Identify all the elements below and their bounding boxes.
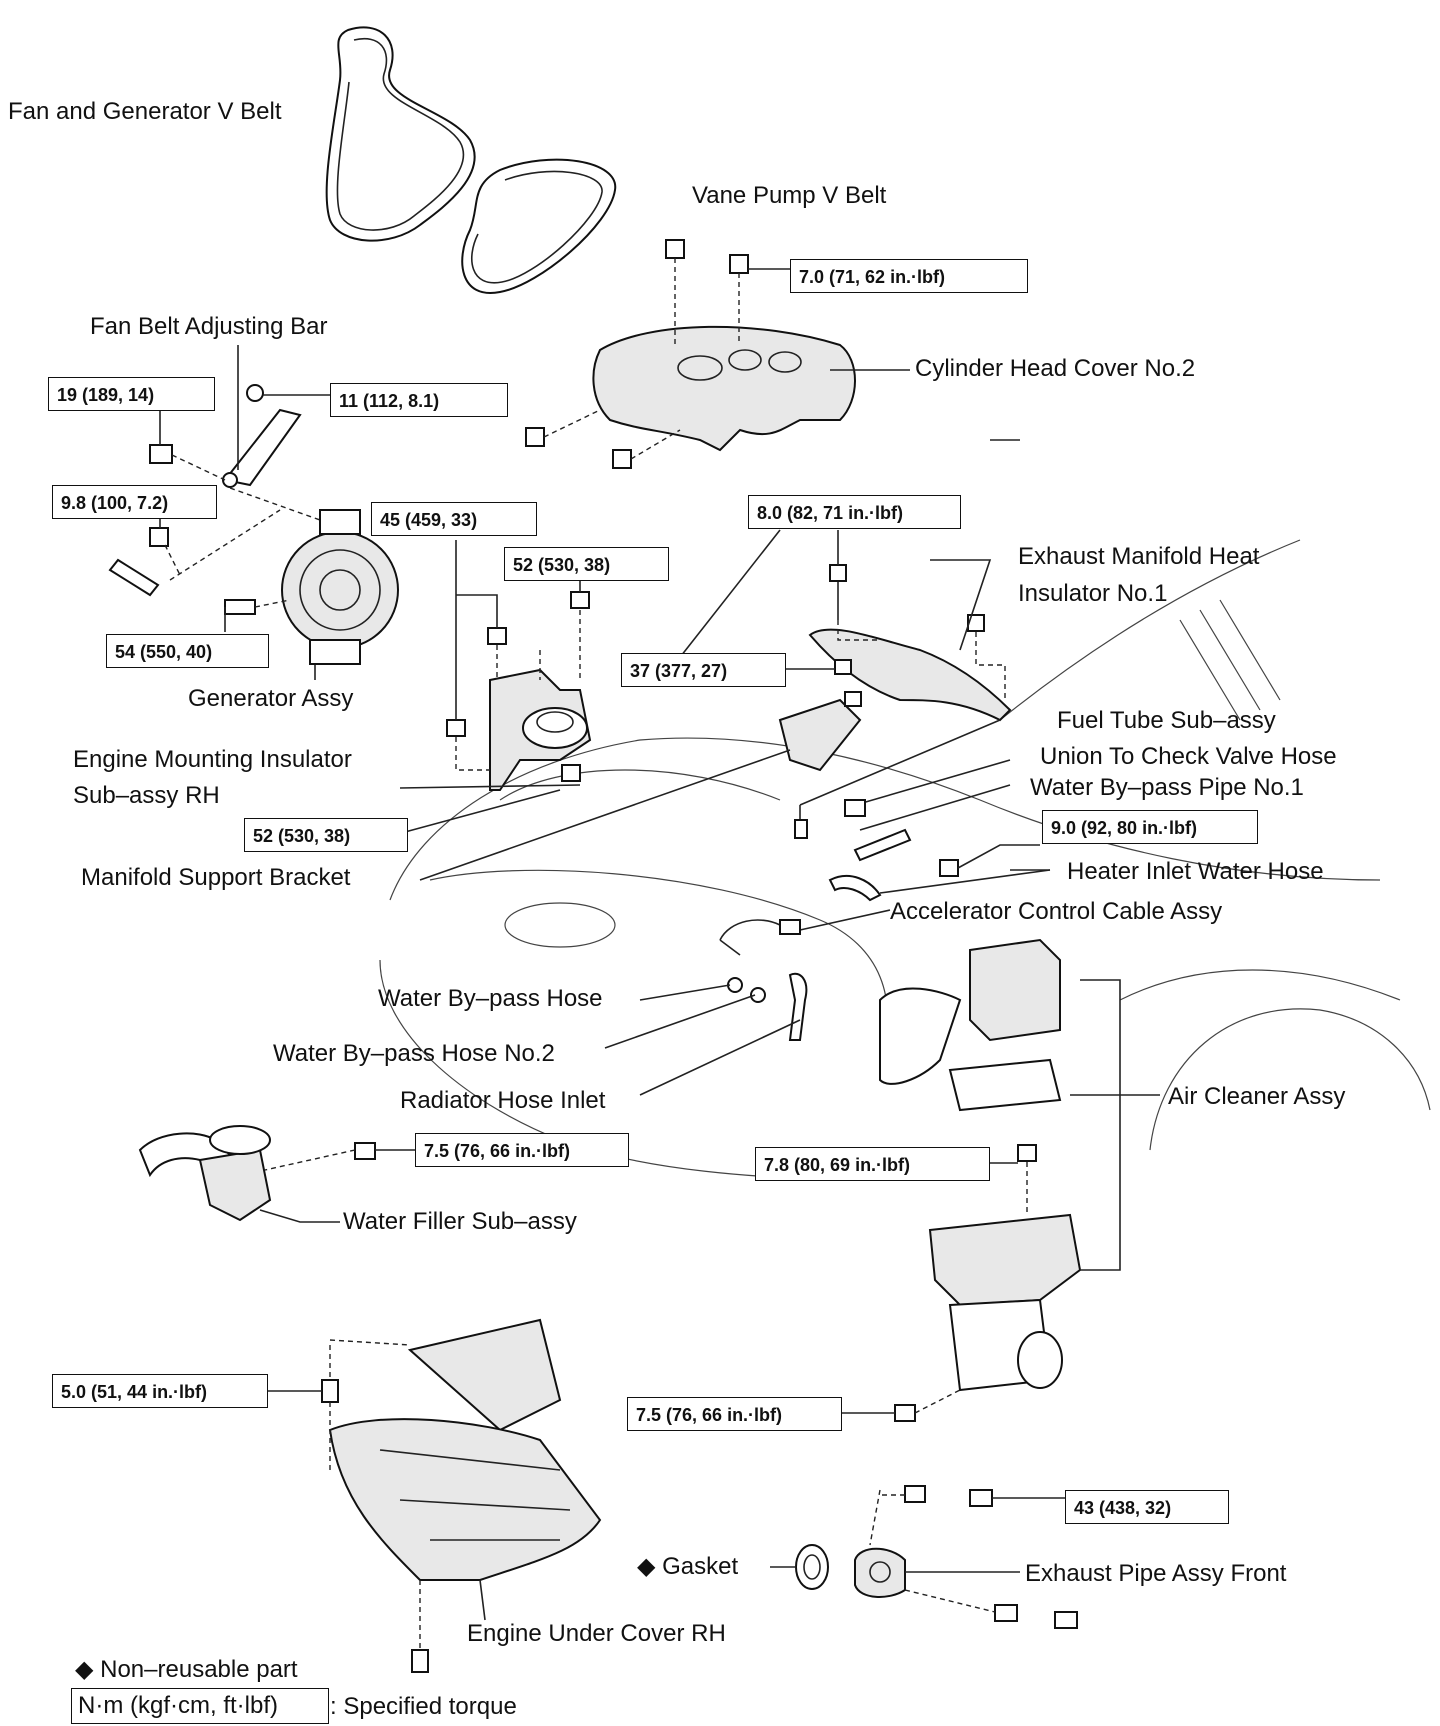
car-body-outline	[379, 539, 1431, 1181]
bolt	[446, 719, 466, 737]
torque-8-0: 8.0 (82, 71 in.·lbf)	[748, 495, 961, 529]
legend-unit-desc: : Specified torque	[330, 1693, 517, 1720]
torque-52-b: 52 (530, 38)	[244, 818, 408, 852]
bolt	[1054, 1611, 1078, 1629]
label-exhaust-pipe-assy-front: Exhaust Pipe Assy Front	[1025, 1560, 1287, 1587]
label-water-filler: Water Filler Sub–assy	[343, 1208, 577, 1235]
bolt	[411, 1649, 429, 1673]
cylinder-head-cover	[592, 325, 856, 452]
bolt	[149, 444, 173, 464]
label-manifold-support-bracket: Manifold Support Bracket	[81, 864, 351, 891]
label-union-check-valve-hose: Union To Check Valve Hose	[1040, 743, 1337, 770]
label-accelerator-cable: Accelerator Control Cable Assy	[890, 898, 1223, 925]
heater-inlet-hose	[828, 875, 882, 902]
radiator-hose-inlet	[788, 972, 808, 1041]
label-fuel-tube: Fuel Tube Sub–assy	[1057, 707, 1276, 734]
label-engine-mounting-insulator-line2: Sub–assy RH	[73, 782, 220, 809]
torque-43: 43 (438, 32)	[1065, 1490, 1229, 1524]
label-engine-under-cover: Engine Under Cover RH	[467, 1620, 726, 1647]
bolt	[834, 659, 852, 675]
stud	[904, 1485, 926, 1503]
water-bypass-hose	[727, 977, 743, 993]
label-fan-generator-v-belt: Fan and Generator V Belt	[8, 98, 282, 125]
label-gasket: ◆ Gasket	[637, 1553, 739, 1580]
legend-unit-box: N·m (kgf·cm, ft·lbf)	[71, 1688, 329, 1724]
stud	[994, 1604, 1018, 1622]
fan-generator-v-belt	[325, 26, 476, 242]
bolt	[939, 859, 959, 877]
manifold-support-bracket	[778, 698, 862, 772]
cover-nut	[525, 427, 545, 447]
fan-belt-adjusting-bar	[223, 408, 302, 487]
vane-pump-v-belt	[461, 158, 617, 295]
label-exhaust-manifold-insulator-line2: Insulator No.1	[1018, 580, 1168, 607]
water-bypass-hose-no2	[750, 987, 766, 1003]
bolt	[967, 614, 985, 632]
label-engine-mounting-insulator-line1: Engine Mounting Insulator	[73, 746, 352, 773]
water-bypass-pipe	[853, 828, 912, 862]
torque-cover-nut: 7.0 (71, 62 in.·lbf)	[790, 259, 1028, 293]
gasket	[795, 1544, 829, 1590]
label-cylinder-head-cover: Cylinder Head Cover No.2	[915, 355, 1196, 382]
bolt	[354, 1142, 376, 1160]
label-water-bypass-hose-no2: Water By–pass Hose No.2	[273, 1040, 555, 1067]
torque-52-a: 52 (530, 38)	[504, 547, 669, 581]
torque-7-8: 7.8 (80, 69 in.·lbf)	[755, 1147, 990, 1181]
bolt	[969, 1489, 993, 1507]
bolt	[487, 627, 507, 645]
torque-11: 11 (112, 8.1)	[330, 383, 508, 417]
accelerator-cable	[779, 919, 801, 935]
torque-7-5-a: 7.5 (76, 66 in.·lbf)	[415, 1133, 629, 1167]
exhaust-manifold-heat-insulator	[808, 628, 1012, 722]
torque-5-0: 5.0 (51, 44 in.·lbf)	[52, 1374, 268, 1408]
torque-9-0: 9.0 (92, 80 in.·lbf)	[1042, 810, 1258, 844]
bolt	[570, 591, 590, 609]
water-filler-sub-assy	[138, 1125, 272, 1222]
cover-nut	[612, 449, 632, 469]
fuel-tube	[794, 819, 808, 839]
label-water-bypass-hose: Water By–pass Hose	[378, 985, 603, 1012]
label-fan-belt-adjusting-bar: Fan Belt Adjusting Bar	[90, 313, 328, 340]
label-generator-assy: Generator Assy	[188, 685, 354, 712]
nut	[561, 764, 581, 782]
torque-45: 45 (459, 33)	[371, 502, 537, 536]
label-water-bypass-pipe: Water By–pass Pipe No.1	[1030, 774, 1304, 801]
bolt	[224, 599, 256, 615]
torque-19: 19 (189, 14)	[48, 377, 215, 411]
exhaust-pipe-assy-front	[854, 1547, 906, 1598]
bolt	[829, 564, 847, 582]
engine-mounting-insulator	[489, 668, 592, 791]
bolt	[894, 1404, 916, 1422]
label-air-cleaner-assy: Air Cleaner Assy	[1168, 1083, 1346, 1110]
union	[844, 799, 866, 817]
torque-9-8: 9.8 (100, 7.2)	[52, 485, 217, 519]
torque-37: 37 (377, 27)	[621, 653, 786, 687]
legend-nonreusable: ◆ Non–reusable part	[75, 1656, 298, 1683]
engine-under-cover-rh	[328, 1318, 602, 1581]
generator-assy	[281, 509, 399, 665]
label-heater-inlet-hose: Heater Inlet Water Hose	[1067, 858, 1324, 885]
label-exhaust-manifold-insulator-line1: Exhaust Manifold Heat	[1018, 543, 1260, 570]
cover-nut	[665, 239, 685, 259]
cover-nut	[729, 254, 749, 274]
torque-7-5-b: 7.5 (76, 66 in.·lbf)	[627, 1397, 842, 1431]
torque-54: 54 (550, 40)	[106, 634, 269, 668]
label-radiator-hose-inlet: Radiator Hose Inlet	[400, 1087, 606, 1114]
bolt	[844, 691, 862, 707]
air-cleaner-assy	[879, 938, 1082, 1392]
nut	[149, 527, 169, 547]
label-vane-pump-v-belt: Vane Pump V Belt	[692, 182, 887, 209]
connector	[108, 558, 160, 597]
bolt	[1017, 1144, 1037, 1162]
bolt	[321, 1379, 339, 1403]
